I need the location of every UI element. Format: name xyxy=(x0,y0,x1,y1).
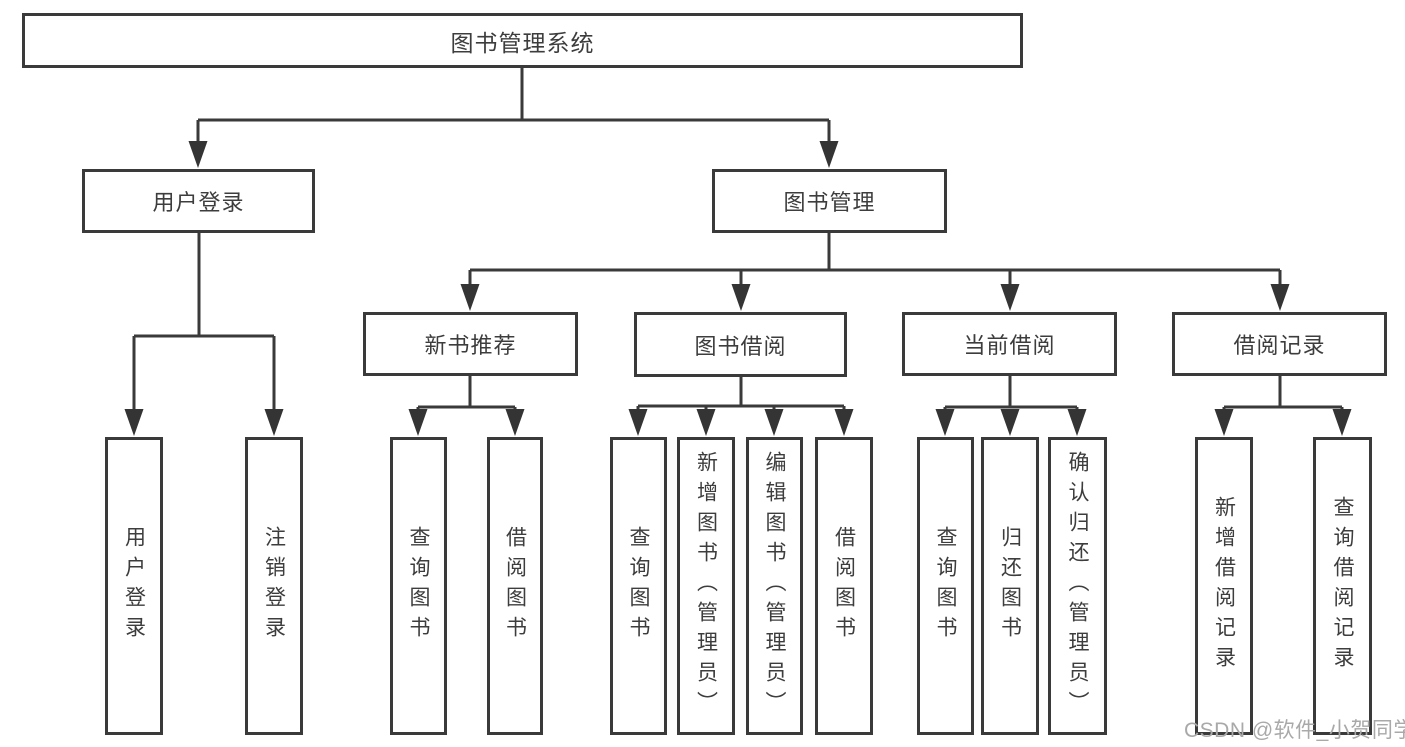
node-current-borrow: 当前借阅 xyxy=(902,312,1117,376)
node-new-book-recommend: 新书推荐 xyxy=(363,312,578,376)
leaf-label: 查询图书 xyxy=(407,526,430,646)
node-library-management-system: 图书管理系统 xyxy=(22,13,1023,68)
node-label: 用户登录 xyxy=(152,190,245,215)
node-book-management: 图书管理 xyxy=(712,169,947,233)
leaf-label: 用户登录 xyxy=(122,526,146,646)
connector-book-management-children xyxy=(460,233,1290,311)
leaf-label: 借阅图书 xyxy=(832,526,856,646)
leaf-query-borrow-record: 查询借阅记录 xyxy=(1313,437,1372,735)
leaf-label: 新增图书（管理员） xyxy=(694,451,718,721)
leaf-label: 归还图书 xyxy=(998,526,1022,646)
node-label: 图书借阅 xyxy=(694,333,787,359)
leaf-label: 编辑图书（管理员） xyxy=(763,451,786,721)
leaf-query-books-recommend: 查询图书 xyxy=(390,437,447,735)
node-label: 图书管理系统 xyxy=(450,29,595,56)
leaf-add-borrow-record: 新增借阅记录 xyxy=(1195,437,1253,735)
connector-book-borrow-children xyxy=(628,377,854,436)
leaf-query-books-borrow: 查询图书 xyxy=(610,437,667,735)
leaf-edit-book-admin: 编辑图书（管理员） xyxy=(746,437,803,735)
leaf-logout: 注销登录 xyxy=(245,437,303,735)
leaf-label: 借阅图书 xyxy=(503,526,527,646)
csdn-watermark: CSDN @软件_小贺同学 xyxy=(1184,719,1405,742)
leaf-label: 注销登录 xyxy=(262,526,286,646)
leaf-confirm-return-admin: 确认归还（管理员） xyxy=(1048,437,1107,735)
connector-user-login-children xyxy=(124,233,284,436)
leaf-label: 确认归还（管理员） xyxy=(1066,451,1089,721)
leaf-borrow-books-recommend: 借阅图书 xyxy=(487,437,543,735)
connector-current-borrow-children xyxy=(935,376,1087,436)
node-label: 图书管理 xyxy=(783,190,876,215)
connector-root-to-level2 xyxy=(188,68,839,168)
node-label: 新书推荐 xyxy=(424,333,517,358)
leaf-add-book-admin: 新增图书（管理员） xyxy=(677,437,735,735)
leaf-user-login: 用户登录 xyxy=(105,437,163,735)
connector-new-book-recommend-children xyxy=(408,376,525,436)
node-label: 借阅记录 xyxy=(1233,333,1326,358)
leaf-label: 新增借阅记录 xyxy=(1212,496,1236,676)
node-label: 当前借阅 xyxy=(963,333,1056,358)
leaf-return-books: 归还图书 xyxy=(981,437,1039,735)
leaf-label: 查询图书 xyxy=(627,526,650,646)
leaf-borrow-books: 借阅图书 xyxy=(815,437,873,735)
node-book-borrow: 图书借阅 xyxy=(634,312,847,377)
node-user-login: 用户登录 xyxy=(82,169,315,233)
leaf-query-books-current: 查询图书 xyxy=(917,437,974,735)
leaf-label: 查询图书 xyxy=(934,526,957,646)
node-borrow-records: 借阅记录 xyxy=(1172,312,1387,376)
leaf-label: 查询借阅记录 xyxy=(1331,496,1354,676)
connector-borrow-records-children xyxy=(1214,376,1352,436)
